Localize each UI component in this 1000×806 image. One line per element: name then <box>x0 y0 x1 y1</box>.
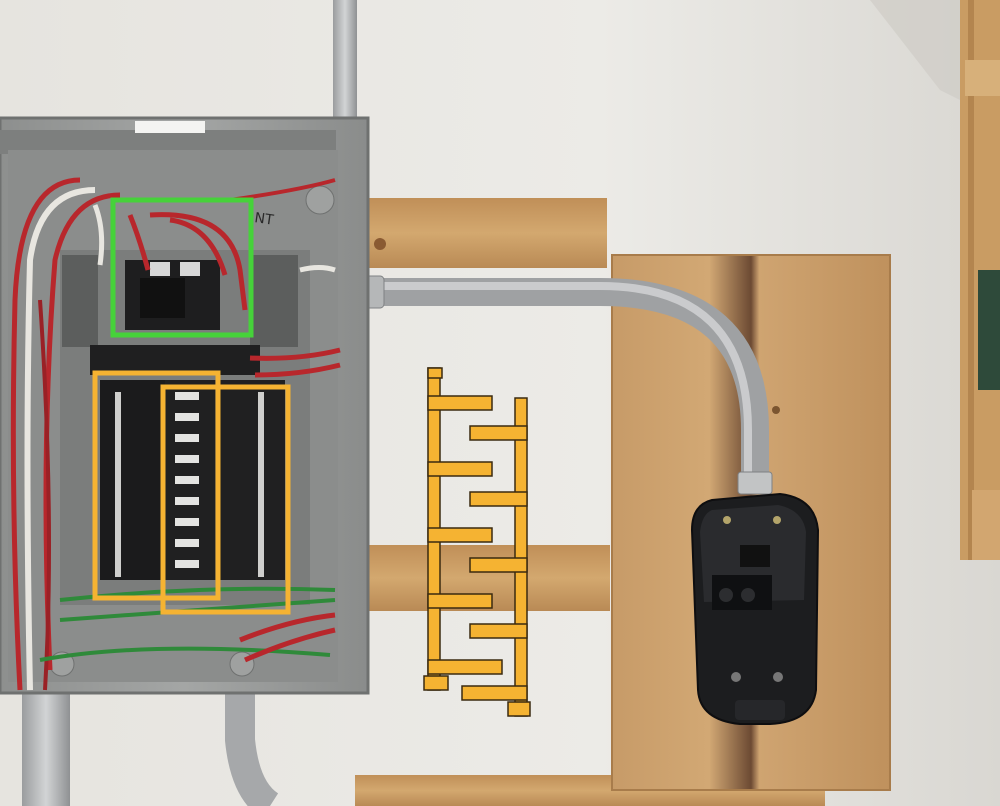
panel-label: NT <box>253 210 275 229</box>
bottom-conduit-right <box>225 690 279 806</box>
breaker-handles <box>115 392 264 577</box>
branch-breaker-highlight-left <box>92 370 221 601</box>
main-breaker-highlight <box>110 197 254 338</box>
panel-wiring <box>10 177 341 691</box>
comb-diagram-icon <box>423 367 531 717</box>
shelf-structure <box>960 0 1000 560</box>
upper-wood-board <box>345 198 607 268</box>
top-conduit <box>333 0 357 125</box>
bottom-conduit-left <box>22 690 70 806</box>
ev-charger-base <box>690 492 820 725</box>
branch-breaker-highlight-right <box>160 384 291 615</box>
